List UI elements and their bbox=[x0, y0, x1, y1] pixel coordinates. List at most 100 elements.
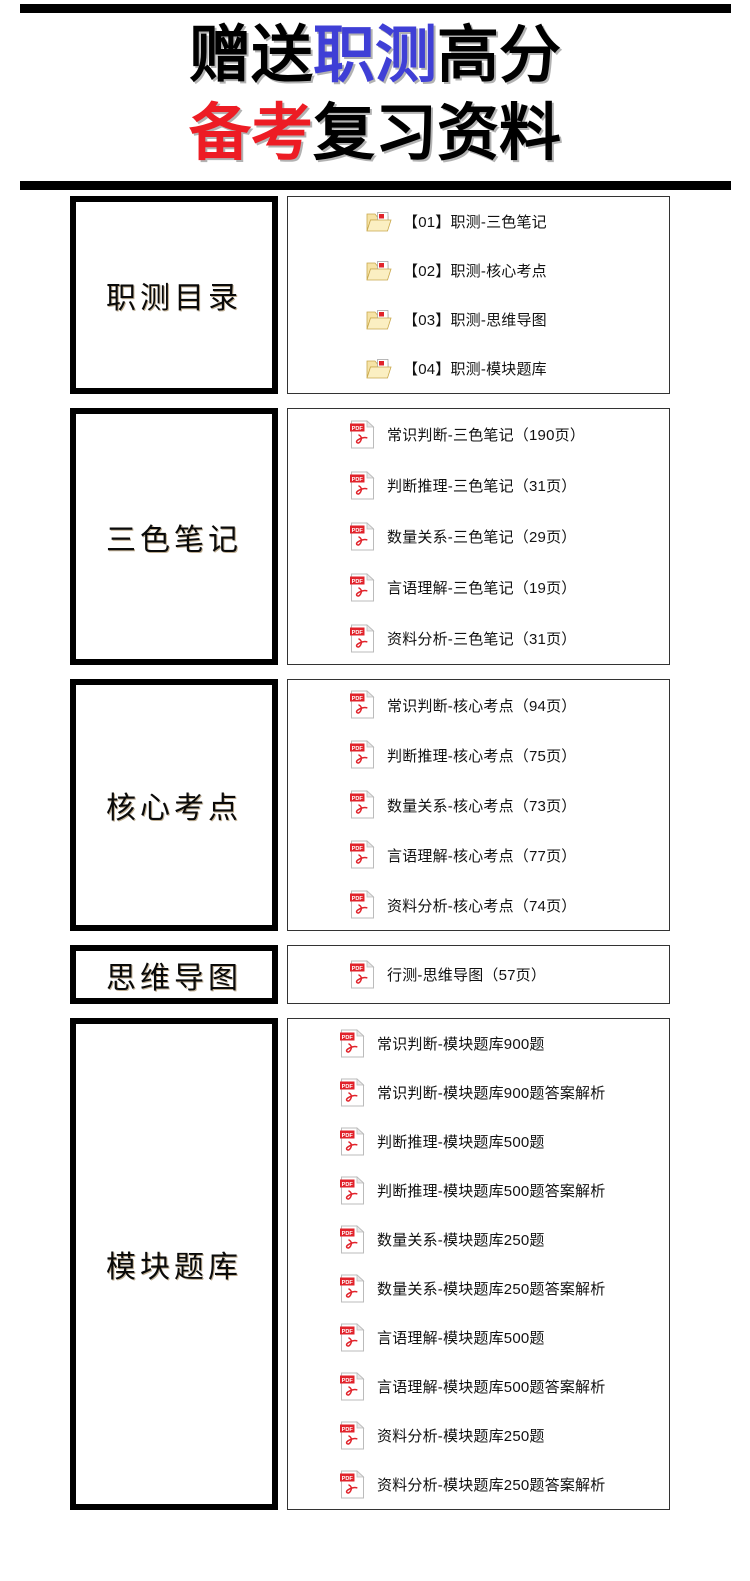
pdf-icon: PDF bbox=[340, 1126, 366, 1157]
section-core-points: 核心考点 PDF 常识判断-核心考点（94页） bbox=[0, 679, 750, 931]
list-item[interactable]: PDF 言语理解-模块题库500题 bbox=[288, 1313, 669, 1362]
list-item[interactable]: PDF 行测-思维导图（57页） bbox=[288, 946, 669, 1003]
folder-icon bbox=[366, 356, 392, 382]
svg-text:PDF: PDF bbox=[342, 1181, 354, 1187]
banner-seg-2: 职测 bbox=[312, 18, 437, 91]
list-item[interactable]: PDF 常识判断-三色笔记（190页） bbox=[288, 409, 669, 460]
section-label-box: 职测目录 bbox=[70, 196, 278, 394]
pdf-icon: PDF bbox=[350, 790, 376, 820]
pdf-icon: PDF bbox=[350, 623, 376, 654]
catalog-sections: 职测目录 【01】职测-三色笔记 bbox=[0, 196, 750, 1524]
banner-seg-3: 高分 bbox=[437, 18, 562, 91]
list-item-label: 【04】职测-模块题库 bbox=[403, 361, 547, 378]
svg-text:PDF: PDF bbox=[342, 1475, 354, 1481]
list-item-label: 【01】职测-三色笔记 bbox=[403, 214, 547, 231]
pdf-icon: PDF bbox=[350, 890, 376, 920]
svg-text:PDF: PDF bbox=[352, 965, 364, 971]
svg-text:PDF: PDF bbox=[342, 1083, 354, 1089]
list-item[interactable]: PDF 常识判断-核心考点（94页） bbox=[288, 680, 669, 730]
list-item[interactable]: PDF 判断推理-模块题库500题 bbox=[288, 1117, 669, 1166]
pdf-icon: PDF bbox=[340, 1371, 366, 1402]
pdf-icon: PDF bbox=[350, 959, 376, 990]
svg-text:PDF: PDF bbox=[352, 696, 364, 702]
list-item[interactable]: PDF 数量关系-模块题库250题答案解析 bbox=[288, 1264, 669, 1313]
list-item[interactable]: PDF 常识判断-模块题库900题 bbox=[288, 1019, 669, 1068]
banner-headline: 赠送职测高分 备考复习资料 bbox=[0, 10, 750, 178]
list-item[interactable]: PDF 判断推理-模块题库500题答案解析 bbox=[288, 1166, 669, 1215]
pdf-icon: PDF bbox=[350, 572, 376, 603]
list-item[interactable]: PDF 判断推理-三色笔记（31页） bbox=[288, 460, 669, 511]
list-item[interactable]: PDF 数量关系-模块题库250题 bbox=[288, 1215, 669, 1264]
list-item-label: 常识判断-核心考点（94页） bbox=[387, 697, 577, 715]
svg-text:PDF: PDF bbox=[342, 1230, 354, 1236]
svg-text:PDF: PDF bbox=[352, 578, 364, 584]
section-three-color-notes: 三色笔记 PDF 常识判断-三色笔记（190页） bbox=[0, 408, 750, 665]
pdf-icon: PDF bbox=[340, 1469, 366, 1500]
section-label-box: 三色笔记 bbox=[70, 408, 278, 665]
pdf-icon: PDF bbox=[340, 1175, 366, 1206]
list-item-label: 资料分析-模块题库250题答案解析 bbox=[377, 1477, 606, 1494]
list-item-label: 言语理解-核心考点（77页） bbox=[387, 847, 577, 865]
list-item-label: 数量关系-模块题库250题答案解析 bbox=[377, 1281, 606, 1298]
list-item[interactable]: 【02】职测-核心考点 bbox=[288, 246, 669, 295]
list-item[interactable]: PDF 资料分析-模块题库250题答案解析 bbox=[288, 1460, 669, 1509]
banner-headline-line-1: 赠送职测高分 bbox=[189, 16, 561, 94]
list-item-label: 数量关系-三色笔记（29页） bbox=[387, 529, 577, 546]
list-item[interactable]: PDF 数量关系-三色笔记（29页） bbox=[288, 511, 669, 562]
pdf-icon: PDF bbox=[350, 470, 376, 501]
section-label: 思维导图 bbox=[106, 960, 242, 996]
pdf-icon: PDF bbox=[340, 1420, 366, 1451]
list-item[interactable]: PDF 判断推理-核心考点（75页） bbox=[288, 730, 669, 780]
promo-banner: 赠送职测高分 备考复习资料 bbox=[0, 0, 750, 192]
pdf-icon: PDF bbox=[340, 1028, 366, 1059]
svg-text:PDF: PDF bbox=[342, 1328, 354, 1334]
list-item[interactable]: PDF 言语理解-模块题库500题答案解析 bbox=[288, 1362, 669, 1411]
svg-text:PDF: PDF bbox=[352, 896, 364, 902]
pdf-icon: PDF bbox=[340, 1322, 366, 1353]
list-item-label: 资料分析-核心考点（74页） bbox=[387, 897, 577, 915]
section-mind-map: 思维导图 PDF 行测-思维导图（57页） bbox=[0, 945, 750, 1004]
pdf-icon: PDF bbox=[340, 1224, 366, 1255]
svg-text:PDF: PDF bbox=[352, 527, 364, 533]
list-item[interactable]: PDF 常识判断-模块题库900题答案解析 bbox=[288, 1068, 669, 1117]
pdf-icon: PDF bbox=[350, 840, 376, 870]
list-item[interactable]: 【01】职测-三色笔记 bbox=[288, 197, 669, 246]
list-item-label: 言语理解-三色笔记（19页） bbox=[387, 580, 577, 597]
section-module-question-bank: 模块题库 PDF 常识判断-模块题库900题 bbox=[0, 1018, 750, 1510]
list-item[interactable]: PDF 言语理解-核心考点（77页） bbox=[288, 830, 669, 880]
list-item-label: 【02】职测-核心考点 bbox=[403, 263, 547, 280]
list-item[interactable]: PDF 言语理解-三色笔记（19页） bbox=[288, 562, 669, 613]
folder-icon bbox=[366, 209, 392, 235]
list-item-label: 行测-思维导图（57页） bbox=[387, 967, 547, 984]
folder-icon bbox=[366, 258, 392, 284]
banner-seg-1: 赠送 bbox=[188, 18, 313, 91]
list-item-label: 判断推理-模块题库500题答案解析 bbox=[377, 1183, 606, 1200]
list-item[interactable]: PDF 数量关系-核心考点（73页） bbox=[288, 780, 669, 830]
pdf-icon: PDF bbox=[340, 1077, 366, 1108]
list-item-label: 判断推理-三色笔记（31页） bbox=[387, 478, 577, 495]
list-item[interactable]: PDF 资料分析-核心考点（74页） bbox=[288, 880, 669, 930]
section-label-box: 模块题库 bbox=[70, 1018, 278, 1510]
pdf-icon: PDF bbox=[350, 740, 376, 770]
list-item[interactable]: 【04】职测-模块题库 bbox=[288, 344, 669, 393]
list-item[interactable]: 【03】职测-思维导图 bbox=[288, 295, 669, 344]
svg-text:PDF: PDF bbox=[352, 846, 364, 852]
banner-top-rule bbox=[20, 4, 731, 13]
section-items-box: PDF 行测-思维导图（57页） bbox=[287, 945, 670, 1004]
section-label: 三色笔记 bbox=[106, 522, 242, 558]
svg-text:PDF: PDF bbox=[352, 476, 364, 482]
list-item[interactable]: PDF 资料分析-三色笔记（31页） bbox=[288, 613, 669, 664]
pdf-icon: PDF bbox=[350, 690, 376, 720]
list-item-label: 常识判断-模块题库900题答案解析 bbox=[377, 1085, 606, 1102]
section-label-box: 核心考点 bbox=[70, 679, 278, 931]
svg-text:PDF: PDF bbox=[342, 1132, 354, 1138]
list-item[interactable]: PDF 资料分析-模块题库250题 bbox=[288, 1411, 669, 1460]
pdf-icon: PDF bbox=[340, 1273, 366, 1304]
section-items-box: 【01】职测-三色笔记 【02】职测-核心考点 bbox=[287, 196, 670, 394]
pdf-icon: PDF bbox=[350, 419, 376, 450]
list-item-label: 言语理解-模块题库500题 bbox=[377, 1330, 545, 1347]
list-item-label: 判断推理-核心考点（75页） bbox=[387, 747, 577, 765]
banner-seg-4: 备考 bbox=[188, 96, 313, 169]
list-item-label: 【03】职测-思维导图 bbox=[403, 312, 547, 329]
section-label-box: 思维导图 bbox=[70, 945, 278, 1004]
